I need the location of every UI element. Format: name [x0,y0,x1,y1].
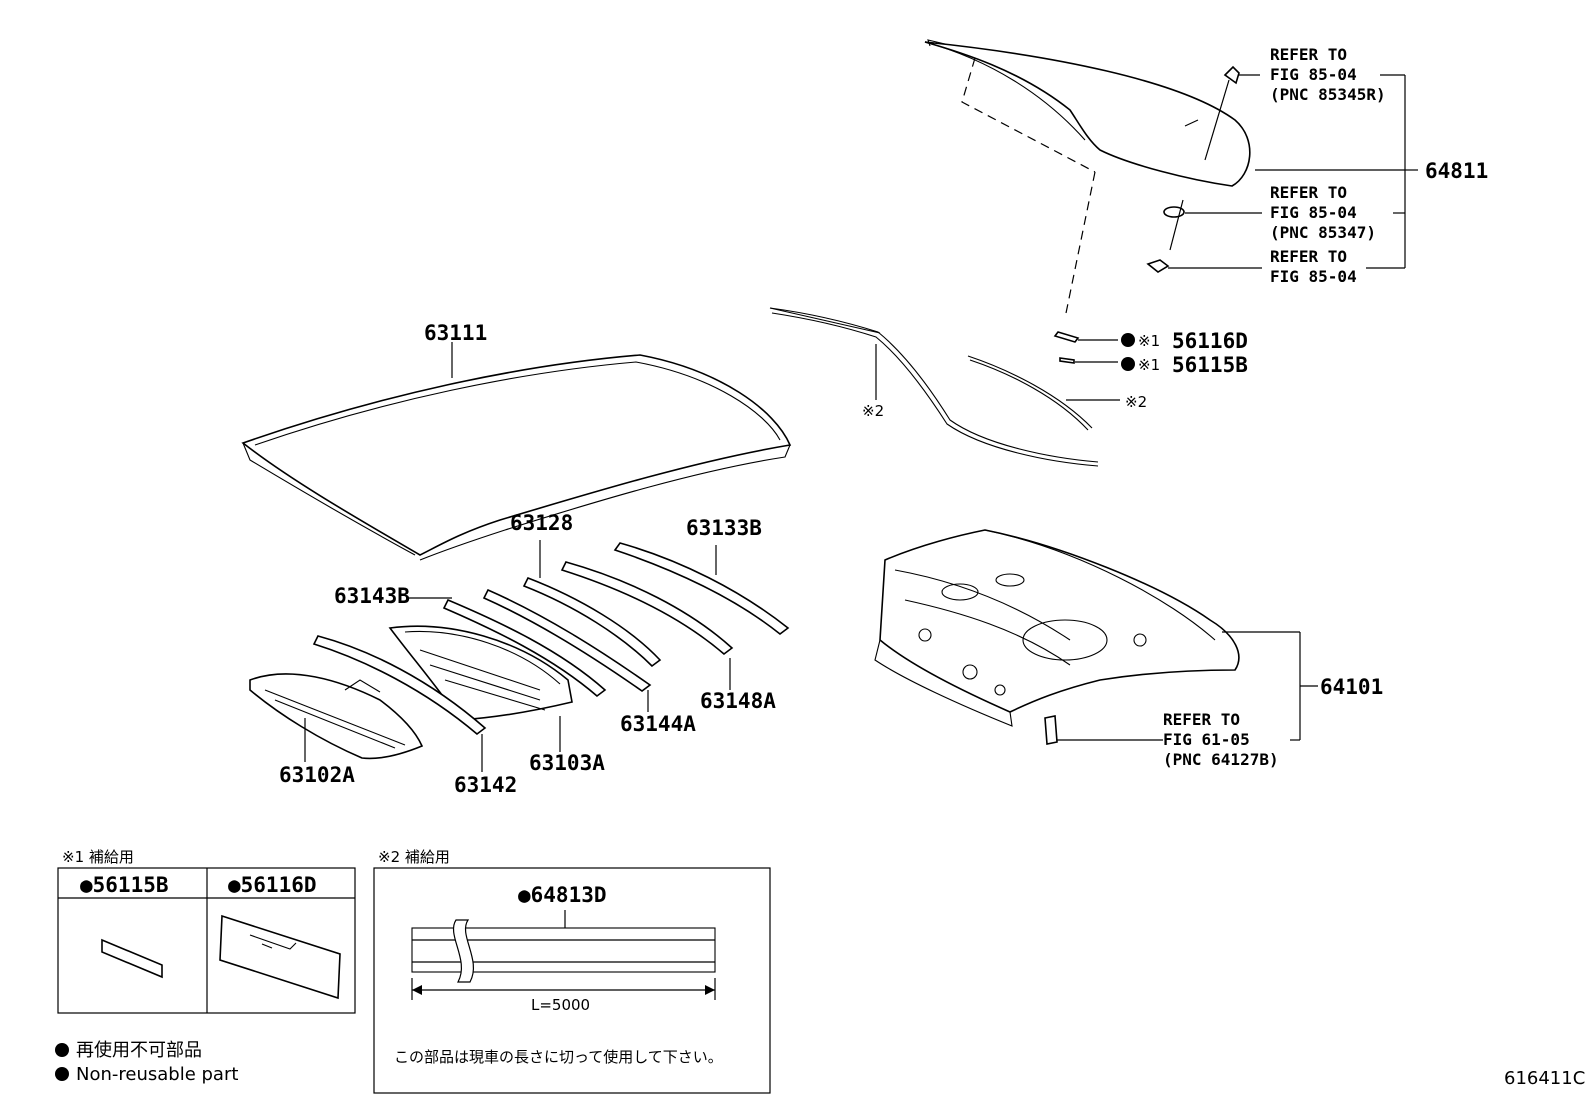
front-header-63102a [249,673,424,762]
ref-block-85345R: REFER TO FIG 85-04 (PNC 85345R) [1270,45,1386,104]
ref3-line1: REFER TO [1270,247,1347,266]
callout-56116d-group: ※1 56116D [1078,329,1248,353]
callout-63111: 63111 [424,321,487,345]
ref4-line2: FIG 61-05 [1163,730,1250,749]
callout-63128: 63128 [510,511,573,535]
callout-63143b: 63143B [334,584,410,608]
roof-reinforcement-63103a [388,625,573,752]
non-reusable-dot [1121,357,1135,371]
roof-bow-63143b [408,597,607,698]
ref2-line1: REFER TO [1270,183,1347,202]
ref2-line2: FIG 85-04 [1270,203,1357,222]
ref4-line3: (PNC 64127B) [1163,750,1279,769]
callout-63103a: 63103A [529,751,605,775]
roof-bow-63128 [522,540,662,668]
box1-col2: ●56116D [228,873,317,897]
box1-title: ※1 補給用 [62,848,134,866]
callout-63144a: 63144A [620,712,696,736]
legend: 再使用不可部品 Non-reusable part [55,1040,238,1085]
legend-en: Non-reusable part [76,1064,238,1085]
back-window-glass [924,39,1251,319]
ref1-line3: (PNC 85345R) [1270,85,1386,104]
glass-clip-parts [1053,65,1240,364]
callout-56116d: 56116D [1172,329,1248,353]
callout-63142: 63142 [454,773,517,797]
ref3-line2: FIG 85-04 [1270,267,1357,286]
callout-64811: 64811 [1425,159,1488,183]
box2-note: この部品は現車の長さに切って使用して下さい。 [394,1048,723,1066]
box1-col1: ●56115B [80,873,169,897]
callout-63133b: 63133B [686,516,762,540]
roof-panel [241,342,792,561]
mark1-label: ※1 [1138,356,1160,374]
callout-56115b: 56115B [1172,353,1248,377]
ref4-line1: REFER TO [1163,710,1240,729]
legend-ja: 再使用不可部品 [76,1040,202,1061]
roof-bow-63148a [560,561,734,690]
roof-bow-63142 [312,635,487,772]
supply-box-2 [373,867,771,1094]
ref-leaders-top [1168,74,1418,269]
roof-bow-63144a [482,588,652,712]
mark2-right: ※2 [1125,393,1147,411]
legend-dot-en [55,1067,69,1081]
roof-bow-63133b [613,542,790,636]
supply-box-1 [57,867,356,1014]
box2-title: ※2 補給用 [378,848,450,866]
ref2-line3: (PNC 85347) [1270,223,1376,242]
callout-64101: 64101 [1320,675,1383,699]
ref-block-61-05: REFER TO FIG 61-05 (PNC 64127B) [1163,710,1279,769]
mark1-label: ※1 [1138,332,1160,350]
ref1-line2: FIG 85-04 [1270,65,1357,84]
legend-dot-ja [55,1043,69,1057]
non-reusable-dot [1121,333,1135,347]
ref-block-85-04: REFER TO FIG 85-04 [1270,247,1357,286]
figure-code: 616411C [1504,1068,1585,1089]
box2-part: ●64813D [518,883,607,907]
ref1-line1: REFER TO [1270,45,1347,64]
callout-56115b-group: ※1 56115B [1075,353,1248,377]
glass-mouldings [769,307,1120,467]
callout-63148a: 63148A [700,689,776,713]
box2-length: L=5000 [531,996,590,1014]
callout-63102a: 63102A [279,763,355,787]
ref-block-85347: REFER TO FIG 85-04 (PNC 85347) [1270,183,1376,242]
package-tray-64101 [874,529,1318,740]
bracket-64127b [1044,715,1300,745]
mark2-left: ※2 [862,402,884,420]
